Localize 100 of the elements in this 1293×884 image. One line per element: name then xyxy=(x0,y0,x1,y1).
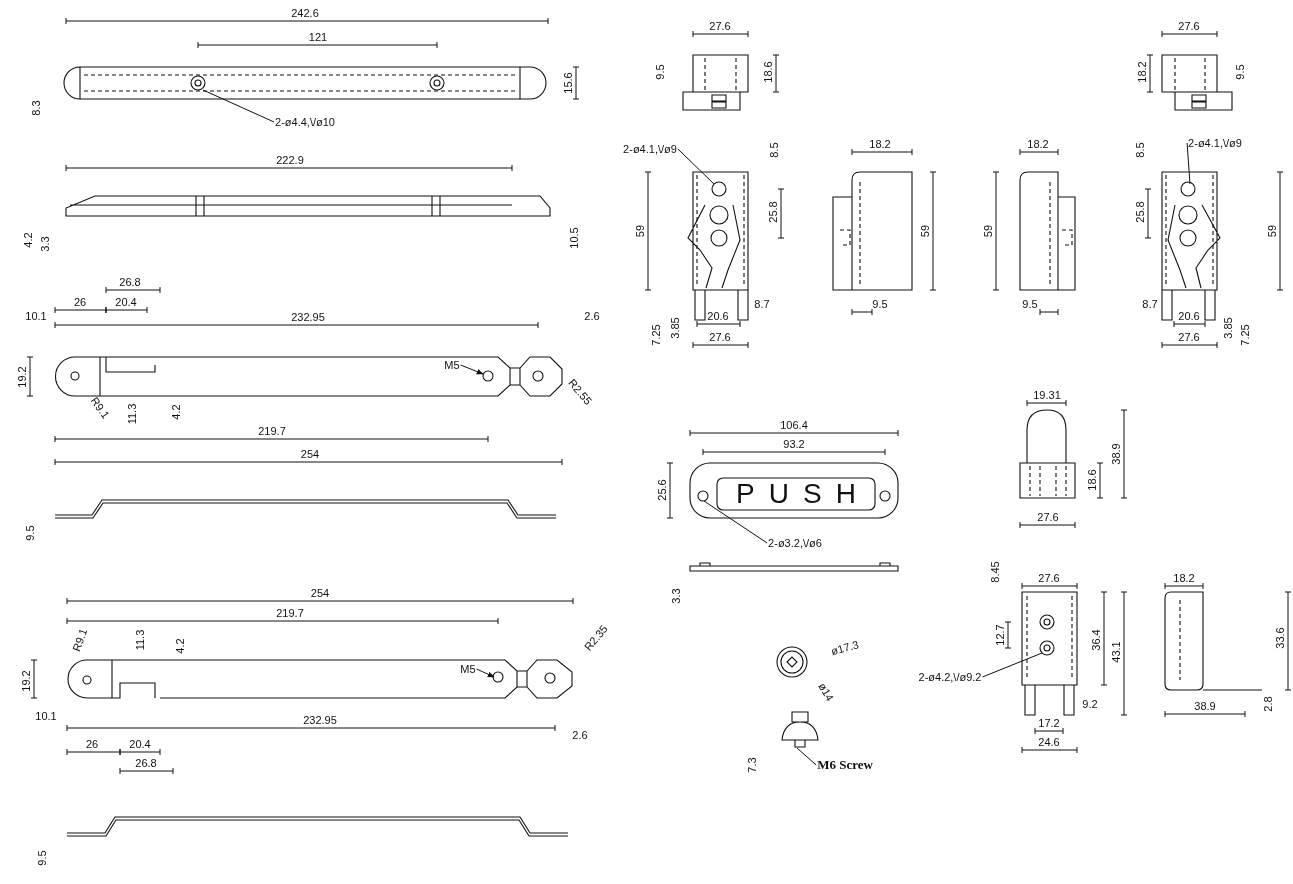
dimension-text: 3.85 xyxy=(668,317,682,339)
dimension-text: 25.6 xyxy=(655,479,669,501)
dimension-text: 24.6 xyxy=(1038,735,1060,749)
dimension-text: 10.1 xyxy=(35,709,57,723)
dimension-text: 12.7 xyxy=(993,624,1007,646)
dimension-text: ø14 xyxy=(815,680,837,704)
dimension-text: 38.9 xyxy=(1194,699,1216,713)
leader-line xyxy=(796,747,817,766)
dimension-text: 26 xyxy=(73,295,87,309)
dimension-text: 26.8 xyxy=(135,756,157,770)
dimension-text: 8.3 xyxy=(29,100,43,116)
dimension-text: 7.25 xyxy=(649,324,663,346)
dimension-text: 10.1 xyxy=(25,309,47,323)
dimension-text: 11.3 xyxy=(133,629,147,651)
dimension-text: 20.6 xyxy=(707,309,729,323)
dimension-text: 254 xyxy=(310,586,330,600)
dimension-text: 106.4 xyxy=(780,418,808,432)
callout-label: 2-ø4.2,\/ø9.2 xyxy=(918,670,982,684)
dimension-text: 27.6 xyxy=(1178,19,1200,33)
dimension-text: 19.2 xyxy=(15,366,29,388)
dimension-text: 59 xyxy=(633,224,647,238)
dimension-text: 26 xyxy=(85,737,99,751)
callout-label: 2-ø3.2,\/ø6 xyxy=(768,536,822,550)
dimension-text: 27.6 xyxy=(1037,510,1059,524)
dimension-text: 18.6 xyxy=(1085,469,1099,491)
dimension-text: 222.9 xyxy=(276,153,304,167)
dimension-text: 219.7 xyxy=(258,424,286,438)
dimension-text: 59 xyxy=(981,224,995,238)
dimension-text: 59 xyxy=(1265,224,1279,238)
dimension-text: 26.8 xyxy=(119,275,141,289)
dimension-text: 19.2 xyxy=(19,670,33,692)
dimension-text: 9.5 xyxy=(1233,64,1247,80)
callout-label: 2-ø4.1,\/ø9 xyxy=(1188,136,1242,150)
dimension-text: 27.6 xyxy=(1038,571,1060,585)
dimension-text: 3.3 xyxy=(38,236,52,252)
dimension-text: 2.8 xyxy=(1261,696,1275,712)
dimension-text: 8.7 xyxy=(754,297,770,311)
dimension-text: 25.8 xyxy=(766,201,780,223)
dimension-text: 9.5 xyxy=(653,64,667,80)
dimension-text: 121 xyxy=(308,30,328,44)
dimension-text: 2.6 xyxy=(572,728,588,742)
plate-lettering: PUSH xyxy=(736,477,870,511)
dimension-text: 7.3 xyxy=(745,757,759,773)
dimension-text: 38.9 xyxy=(1109,443,1123,465)
dimension-text: 9.5 xyxy=(23,525,37,541)
dimension-text: 36.4 xyxy=(1089,629,1103,651)
dimension-text: 59 xyxy=(918,224,932,238)
callout-label: M6 Screw xyxy=(817,757,873,773)
dimension-text: 20.6 xyxy=(1178,309,1200,323)
dimension-text: 242.6 xyxy=(291,6,319,20)
callout-label: M5 xyxy=(460,662,476,676)
leader-line xyxy=(982,652,1043,678)
dimension-text: 20.4 xyxy=(129,737,151,751)
leader-line xyxy=(460,364,484,375)
dimension-text: 4.2 xyxy=(169,404,183,420)
dimension-text: 15.6 xyxy=(561,72,575,94)
dimension-text: 4.2 xyxy=(21,232,35,248)
dimension-text: 254 xyxy=(300,447,320,461)
dimension-text: 43.1 xyxy=(1109,641,1123,663)
dimension-text: 18.2 xyxy=(1027,137,1049,151)
dimension-text: 9.5 xyxy=(35,850,49,866)
dimension-text: 3.3 xyxy=(669,588,683,604)
callout-label: 2-ø4.1,\/ø9 xyxy=(623,142,677,156)
leader-line xyxy=(703,500,768,544)
dimension-text: 27.6 xyxy=(1178,330,1200,344)
dimension-text: 8.7 xyxy=(1142,297,1158,311)
dimension-text: 8.45 xyxy=(988,561,1002,583)
dimension-text: 9.5 xyxy=(872,297,888,311)
leader-line xyxy=(202,89,275,123)
dimension-text: 2.6 xyxy=(584,309,600,323)
dimension-text: 3.85 xyxy=(1221,317,1235,339)
dimension-text: R9.1 xyxy=(70,626,90,654)
dimension-text: 27.6 xyxy=(709,19,731,33)
callout-label: 2-ø4.4,\/ø10 xyxy=(275,115,335,129)
dimension-text: 8.5 xyxy=(1133,142,1147,158)
leader-line xyxy=(677,148,715,185)
leader-line xyxy=(476,668,495,678)
dimension-text: 20.4 xyxy=(115,295,137,309)
dimension-text: ø17.3 xyxy=(829,638,861,658)
dimension-text: 18.2 xyxy=(1173,571,1195,585)
dimension-text: 25.8 xyxy=(1133,201,1147,223)
dimension-text: 27.6 xyxy=(709,330,731,344)
dimension-text: 10.5 xyxy=(567,227,581,249)
dimension-text: 232.95 xyxy=(291,310,325,324)
dimension-text: 11.3 xyxy=(125,403,139,425)
dimension-text: 9.5 xyxy=(1022,297,1038,311)
dimension-text: 18.6 xyxy=(761,61,775,83)
dimension-text: 9.2 xyxy=(1082,697,1098,711)
dimension-text: 19.31 xyxy=(1033,388,1061,402)
callout-label: M5 xyxy=(444,358,460,372)
dimension-text: 17.2 xyxy=(1038,716,1060,730)
dimension-text: 18.2 xyxy=(869,137,891,151)
dimension-text: 18.2 xyxy=(1135,61,1149,83)
dimension-text: 93.2 xyxy=(783,437,805,451)
dimension-text: 8.5 xyxy=(767,142,781,158)
dimension-text: 4.2 xyxy=(173,638,187,654)
dimension-text: 33.6 xyxy=(1273,627,1287,649)
dimension-text: 7.25 xyxy=(1238,324,1252,346)
dimension-text: 219.7 xyxy=(276,606,304,620)
dimension-text: 232.95 xyxy=(303,713,337,727)
